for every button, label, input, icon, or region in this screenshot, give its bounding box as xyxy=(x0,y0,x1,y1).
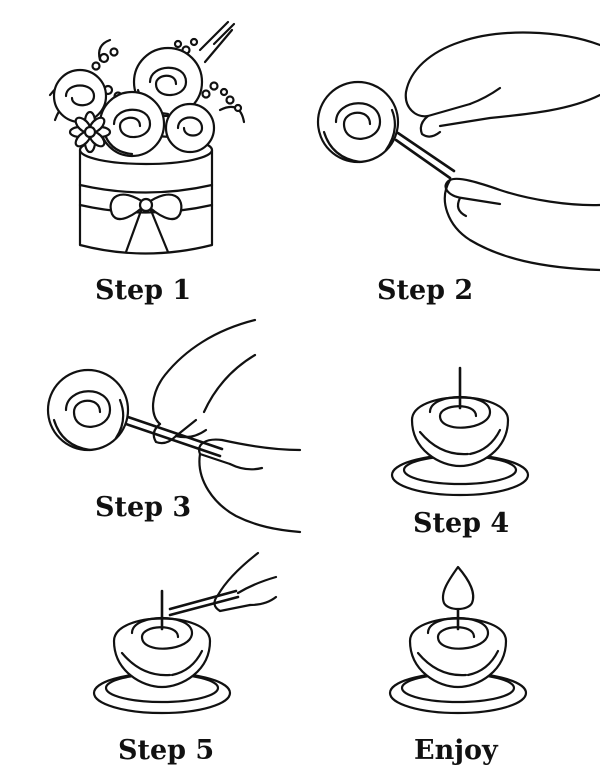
remove-stem-illustration xyxy=(316,31,600,272)
step-5-panel: Step 5 xyxy=(0,545,300,782)
step-4-panel: Step 4 xyxy=(300,320,600,545)
lit-candle-illustration xyxy=(388,565,528,715)
flower-box-illustration xyxy=(48,20,246,255)
step-3-label: Step 3 xyxy=(95,492,192,523)
flame-icon xyxy=(441,565,475,611)
step-5-label: Step 5 xyxy=(118,735,215,766)
candle-on-saucer-illustration xyxy=(390,366,530,497)
enjoy-panel: Enjoy xyxy=(300,545,600,782)
enjoy-label: Enjoy xyxy=(414,735,498,766)
step-2-label: Step 2 xyxy=(377,275,474,306)
step-2-panel: Step 2 xyxy=(300,0,600,320)
step-1-label: Step 1 xyxy=(95,275,192,306)
step-4-label: Step 4 xyxy=(413,508,510,539)
step-3-panel: Step 3 xyxy=(0,318,302,545)
light-candle-illustration xyxy=(92,551,278,715)
hold-rose-illustration xyxy=(46,318,302,534)
step-1-panel: Step 1 xyxy=(0,0,300,320)
